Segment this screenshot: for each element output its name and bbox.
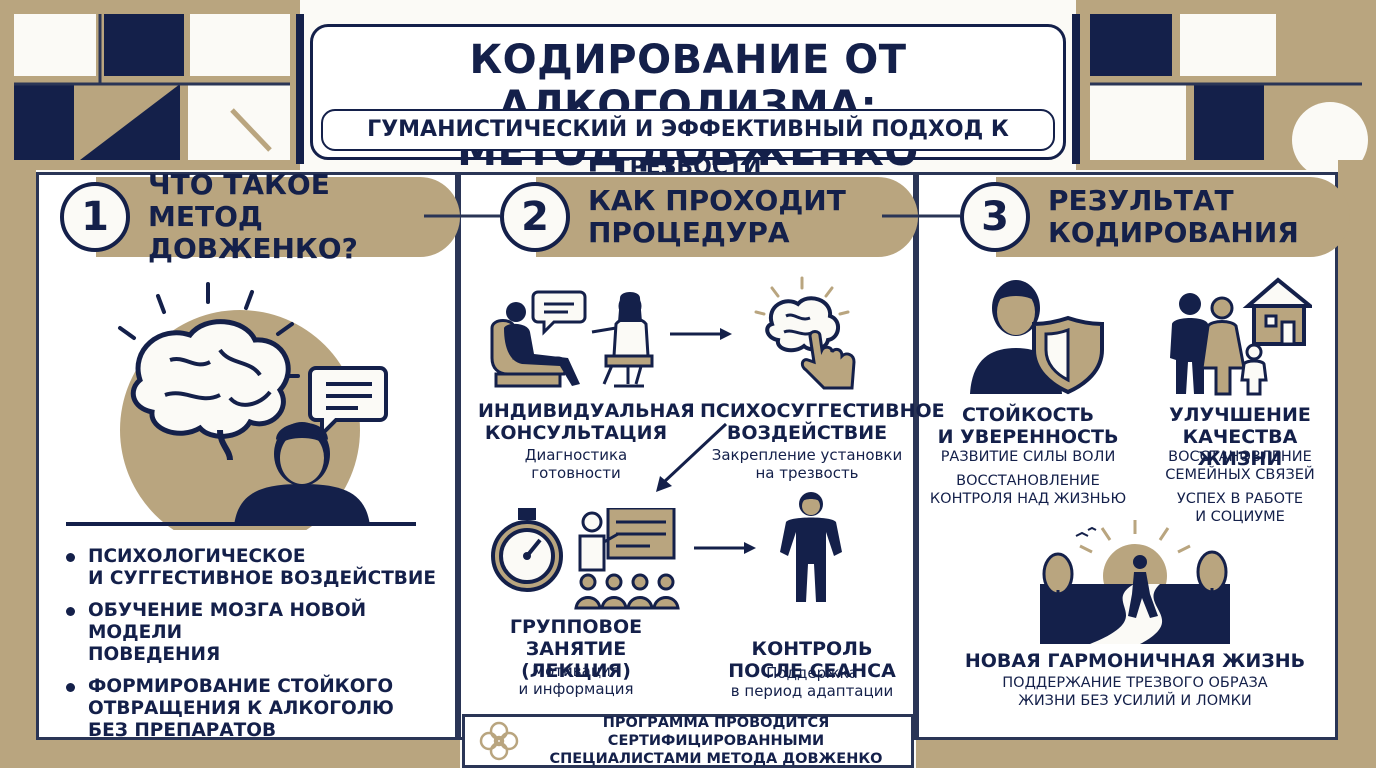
section3-heading: РЕЗУЛЬТАТ КОДИРОВАНИЯ xyxy=(996,177,1350,257)
subtitle: ГУМАНИСТИЧЕСКИЙ И ЭФФЕКТИВНЫЙ ПОДХОД К Т… xyxy=(321,109,1055,180)
step4-title: КОНТРОЛЬ ПОСЛЕ СЕАНСА xyxy=(728,638,896,682)
section1-heading-line2: МЕТОД ДОВЖЕНКО? xyxy=(148,200,358,265)
result1-title: СТОЙКОСТЬ И УВЕРЕННОСТЬ xyxy=(937,404,1119,448)
footer-banner: ПРОГРАММА ПРОВОДИТСЯ СЕРТИФИЦИРОВАННЫМИ … xyxy=(462,714,914,768)
consultation-icon xyxy=(490,290,654,388)
group-lesson-icon xyxy=(491,508,680,610)
step1-title: ИНДИВИДУАЛЬНАЯ КОНСУЛЬТАЦИЯ xyxy=(478,400,695,444)
brain-icon xyxy=(130,319,291,461)
result2-title: УЛУЧШЕНИЕ КАЧЕСТВА ЖИЗНИ xyxy=(1169,404,1311,470)
result3-title: НОВАЯ ГАРМОНИЧНАЯ ЖИЗНЬ xyxy=(964,650,1306,672)
step2-desc: Закрепление установки на трезвость xyxy=(711,446,903,482)
result3-desc: ПОДДЕРЖАНИЕ ТРЕЗВОГО ОБРАЗА ЖИЗНИ БЕЗ УС… xyxy=(1002,675,1268,709)
result1-desc: РАЗВИТИЕ СИЛЫ ВОЛИ ВОССТАНОВЛЕНИЕ КОНТРО… xyxy=(929,449,1127,507)
title-card: КОДИРОВАНИЕ ОТ АЛКОГОЛИЗМА: МЕТОД ДОВЖЕН… xyxy=(310,24,1066,180)
brain-person-illustration xyxy=(118,282,388,530)
section1-number: 1 xyxy=(60,182,130,252)
ornament-logo-icon xyxy=(479,721,519,761)
method-bullet-list: ПСИХОЛОГИЧЕСКОЕ И СУГГЕСТИВНОЕ ВОЗДЕЙСТВ… xyxy=(62,546,442,752)
sunrise-path-icon xyxy=(1040,520,1230,644)
section2-number: 2 xyxy=(500,182,570,252)
panel1-divider xyxy=(66,522,416,526)
section3-header: 3 РЕЗУЛЬТАТ КОДИРОВАНИЯ xyxy=(960,176,1350,258)
step2-title: ПСИХОСУГГЕСТИВНОЕ ВОЗДЕЙСТВИЕ xyxy=(700,400,945,444)
brain-touch-icon xyxy=(754,276,856,390)
step3-title: ГРУППОВОЕ ЗАНЯТИЕ (ЛЕКЦИЯ) xyxy=(509,616,643,682)
panel-results xyxy=(916,172,1338,740)
bullet-item: ФОРМИРОВАНИЕ СТОЙКОГО ОТВРАЩЕНИЯ К АЛКОГ… xyxy=(62,676,442,742)
section1-heading-line1: ЧТО ТАКОЕ xyxy=(148,168,330,201)
section2-header: 2 КАК ПРОХОДИТ ПРОЦЕДУРА xyxy=(500,176,918,258)
family-house-icon xyxy=(1170,277,1312,396)
arrow-right-icon xyxy=(670,328,732,340)
section2-heading-line1: КАК ПРОХОДИТ xyxy=(588,184,846,217)
section2-heading: КАК ПРОХОДИТ ПРОЦЕДУРА xyxy=(536,177,918,257)
section1-header: 1 ЧТО ТАКОЕ МЕТОД ДОВЖЕНКО? xyxy=(60,169,460,265)
bullet-item: ПСИХОЛОГИЧЕСКОЕ И СУГГЕСТИВНОЕ ВОЗДЕЙСТВ… xyxy=(62,546,442,590)
speech-bubble-icon xyxy=(308,366,388,439)
step4-desc: Поддержка в период адаптации xyxy=(730,664,894,700)
section3-number: 3 xyxy=(960,182,1030,252)
section1-heading: ЧТО ТАКОЕ МЕТОД ДОВЖЕНКО? xyxy=(96,169,460,265)
section2-heading-line2: ПРОЦЕДУРА xyxy=(588,216,790,249)
person-icon xyxy=(234,422,370,526)
arrow-right-icon xyxy=(694,542,756,554)
section3-heading-line2: КОДИРОВАНИЯ xyxy=(1048,216,1299,249)
step3-desc: Мотивация и информация xyxy=(518,662,634,698)
arrow-diagonal-icon xyxy=(656,422,728,492)
footer-text: ПРОГРАММА ПРОВОДИТСЯ СЕРТИФИЦИРОВАННЫМИ … xyxy=(549,715,883,767)
standing-person-icon xyxy=(780,492,842,602)
step1-desc: Диагностика готовности xyxy=(524,446,628,482)
section3-heading-line1: РЕЗУЛЬТАТ xyxy=(1048,184,1234,217)
bullet-item: ОБУЧЕНИЕ МОЗГА НОВОЙ МОДЕЛИ ПОВЕДЕНИЯ xyxy=(62,600,442,666)
person-shield-icon xyxy=(970,280,1104,395)
result2-desc: ВОССТАНОВЛЕНИЕ СЕМЕЙНЫХ СВЯЗЕЙ УСПЕХ В Р… xyxy=(1165,449,1315,525)
